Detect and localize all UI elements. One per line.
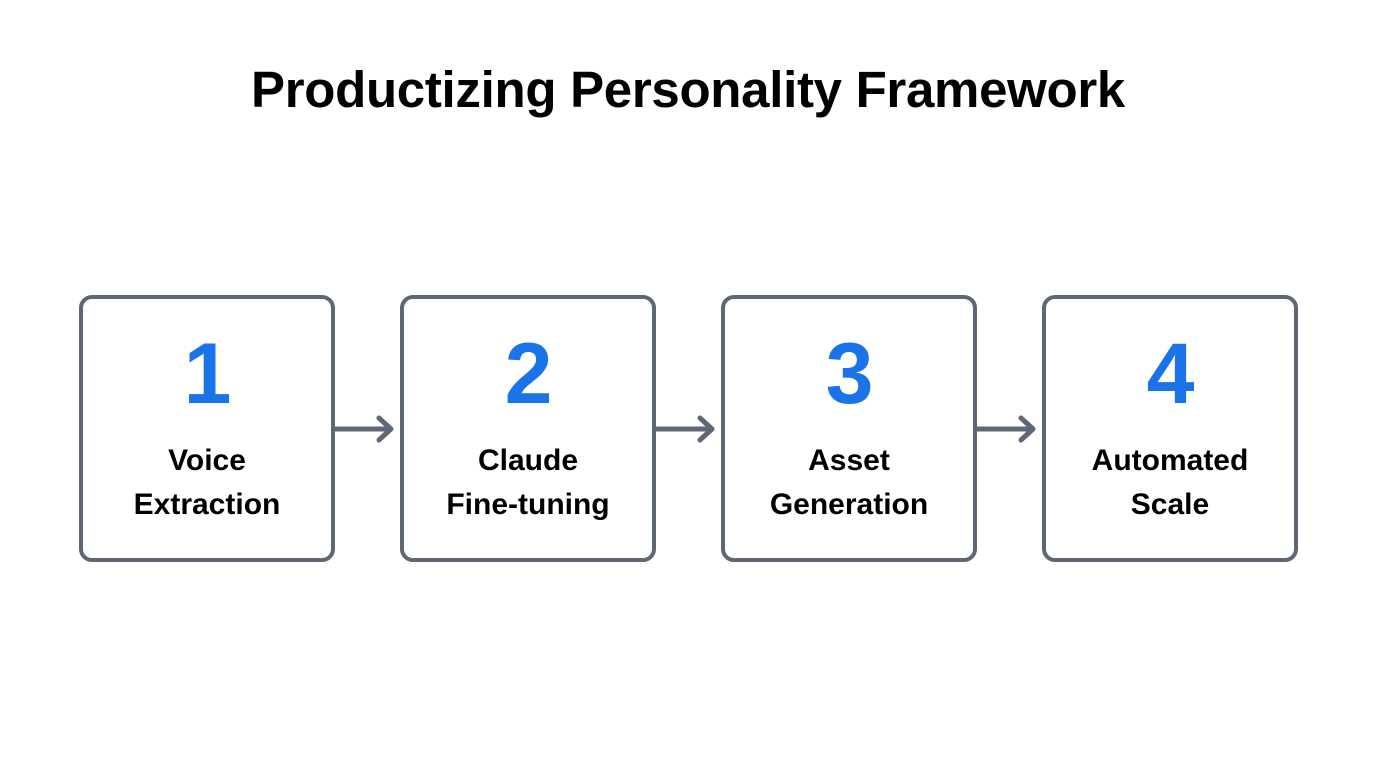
step-card-2[interactable]: 2 Claude Fine-tuning <box>400 295 656 562</box>
step-card-4[interactable]: 4 Automated Scale <box>1042 295 1298 562</box>
arrow-connector-2-3 <box>653 295 721 562</box>
step-label-4: Automated Scale <box>1091 444 1249 521</box>
step-label-2: Claude Fine-tuning <box>446 444 610 521</box>
arrow-right-icon <box>974 412 1042 446</box>
arrow-connector-1-2 <box>332 295 400 562</box>
step-number-1: 1 <box>183 326 232 422</box>
step-number-2: 2 <box>504 326 553 422</box>
arrow-connector-3-4 <box>974 295 1042 562</box>
step-card-3[interactable]: 3 Asset Generation <box>721 295 977 562</box>
arrow-right-icon <box>332 412 400 446</box>
page-title: Productizing Personality Framework <box>250 61 1125 118</box>
step-label-1: Voice Extraction <box>133 444 281 521</box>
arrow-right-icon <box>653 412 721 446</box>
step-label-3: Asset Generation <box>769 444 929 521</box>
step-card-1[interactable]: 1 Voice Extraction <box>79 295 335 562</box>
step-number-4: 4 <box>1146 326 1195 422</box>
process-flow: 1 Voice Extraction 2 Claude Fine-tuning … <box>79 295 1298 562</box>
step-number-3: 3 <box>825 326 874 422</box>
